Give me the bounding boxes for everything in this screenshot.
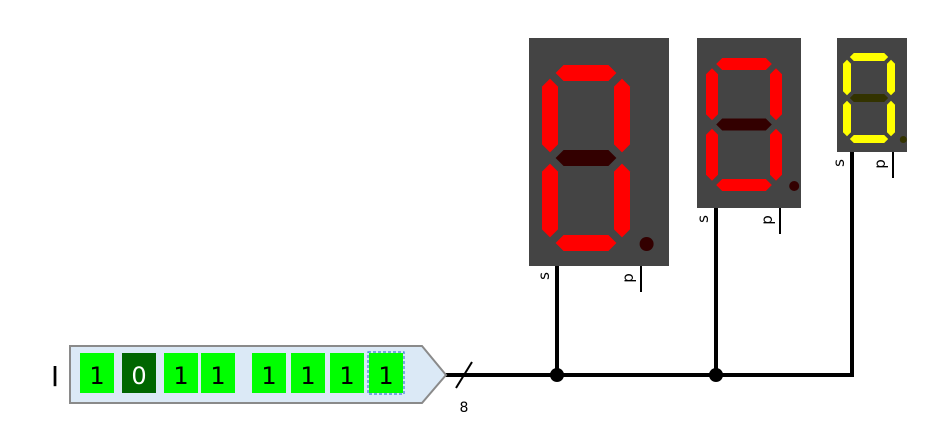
bit-cell-4[interactable]: 1: [252, 353, 286, 393]
bit-cell-1[interactable]: 0: [122, 353, 156, 393]
segment-e: [542, 163, 558, 238]
bit-value: 0: [131, 362, 146, 390]
bit-value: 1: [210, 362, 225, 390]
segment-c: [614, 163, 630, 238]
bit-cell-background: [291, 353, 325, 393]
bit-value: 1: [173, 362, 188, 390]
junction-dot-1: [550, 368, 564, 382]
junction-dot-2: [709, 368, 723, 382]
pin-s-label: s: [694, 215, 712, 223]
segment-a: [716, 58, 772, 70]
segment-f: [542, 78, 558, 153]
segment-c: [770, 128, 782, 181]
bit-value: 1: [261, 362, 276, 390]
segment-d: [555, 235, 617, 251]
bit-cell-background: [330, 353, 364, 393]
pin-s-label: s: [830, 159, 848, 167]
segment-g: [555, 150, 617, 166]
bit-cell-2[interactable]: 1: [164, 353, 198, 393]
pin-p-label: p: [619, 273, 637, 283]
segment-g: [716, 118, 772, 131]
bit-cell-6[interactable]: 1: [330, 353, 364, 393]
decimal-point: [789, 181, 800, 191]
segment-e: [706, 128, 718, 181]
bit-cell-background: [369, 353, 403, 393]
segment-f: [706, 68, 718, 121]
pin-p-label: p: [758, 215, 776, 225]
seven-segment-display-medium: s p: [694, 38, 801, 234]
bit-cell-background: [164, 353, 198, 393]
segment-a: [555, 65, 617, 81]
bit-value: 1: [339, 362, 354, 390]
bit-cell-background: [80, 353, 114, 393]
segments: [706, 58, 800, 191]
selection-outline: [367, 351, 405, 395]
bit-cell-background: [201, 353, 235, 393]
input-label: I: [51, 360, 59, 393]
decimal-point: [639, 237, 654, 251]
segment-e: [843, 100, 851, 137]
bit-value: 1: [378, 362, 393, 390]
bit-cell-0[interactable]: 1: [80, 353, 114, 393]
segment-d: [716, 179, 772, 191]
bit-cell-3[interactable]: 1: [201, 353, 235, 393]
bit-value: 1: [300, 362, 315, 390]
bit-cell-background: [122, 353, 156, 393]
seven-segment-display-large: s p: [529, 38, 669, 292]
pin-p-label: p: [871, 159, 889, 169]
bit-value: 1: [89, 362, 104, 390]
segment-c: [887, 100, 895, 137]
segment-f: [843, 59, 851, 96]
pin-s-label: s: [535, 272, 553, 280]
seven-segment-display-small: s p: [830, 38, 907, 178]
segments: [843, 53, 907, 143]
segment-d: [849, 135, 889, 143]
bus-width-label: 8: [460, 400, 469, 416]
bit-cell-7[interactable]: 1: [367, 351, 405, 395]
decimal-point: [899, 136, 907, 143]
bit-cell-5[interactable]: 1: [291, 353, 325, 393]
bus-width-slash: [455, 361, 473, 389]
segment-g: [849, 94, 889, 102]
segment-b: [887, 59, 895, 96]
segments: [542, 65, 654, 251]
bit-cell-background: [252, 353, 286, 393]
segment-b: [770, 68, 782, 121]
segment-a: [849, 53, 889, 61]
segment-b: [614, 78, 630, 153]
